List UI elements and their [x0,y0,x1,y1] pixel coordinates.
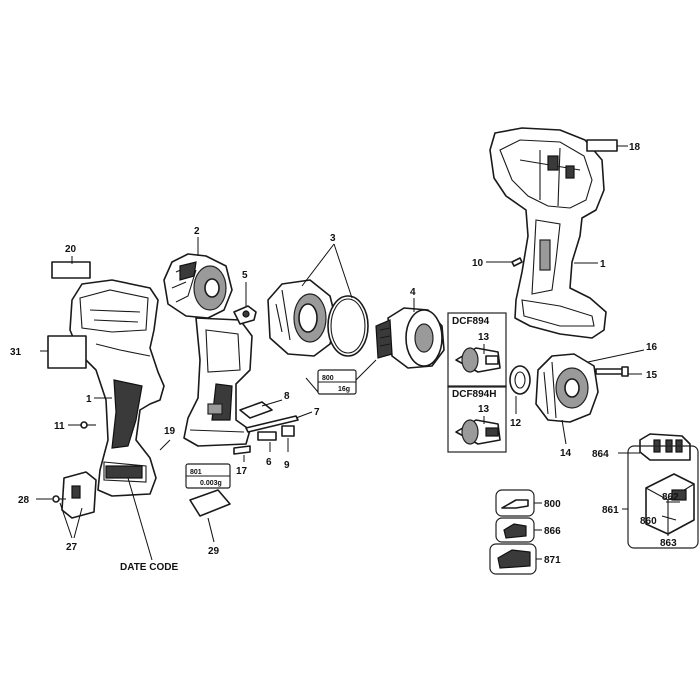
label-29 [189,489,231,517]
screw-11 [80,421,96,429]
model-box-dcf894: DCF894 [447,312,507,388]
callout-12: 12 [510,418,522,429]
callout-864: 864 [592,449,609,460]
callout-861: 861 [602,505,619,516]
model-dcf894h-label: DCF894H [452,389,496,400]
callout-3: 3 [330,233,336,244]
switch-module [183,317,253,447]
front-housing-14 [535,353,599,423]
callout-16: 16 [646,342,658,353]
callout-862: 862 [662,492,679,503]
brush-holder-5 [233,305,257,325]
part-6 [257,431,277,441]
grease-qty-0003g: 0.003g [200,480,222,487]
accessory-864 [639,433,691,461]
model-box-dcf894h: DCF894H [447,385,507,453]
label-20 [51,261,91,279]
callout-13-b: 13 [478,404,490,415]
callout-14: 14 [560,448,572,459]
callout-5: 5 [242,270,248,281]
belt-clip-27 [52,471,97,519]
callout-31: 31 [10,347,22,358]
o-ring-inner [330,298,366,354]
callout-19: 19 [164,426,176,437]
callout-866: 866 [544,526,561,537]
callout-1-left: 1 [86,394,92,405]
hammer-assembly-4 [375,307,445,369]
callout-2: 2 [194,226,200,237]
callout-4: 4 [410,287,416,298]
grease-qty-16g: 16g [338,386,350,393]
washer-10 [511,257,523,267]
callout-13-a: 13 [478,332,490,343]
grease-label-801: 801 0.003g [185,463,231,489]
callout-18: 18 [629,142,641,153]
callout-20: 20 [65,244,77,255]
date-code-label: DATE CODE [120,562,178,573]
screw-15 [595,366,629,377]
callout-11: 11 [54,421,65,432]
o-ring [327,295,369,357]
callout-17: 17 [236,466,248,477]
callout-27: 27 [66,542,78,553]
battery-871 [489,543,537,575]
callout-29: 29 [208,546,220,557]
leader-lines [36,145,680,561]
callout-863: 863 [660,538,677,549]
callout-1-right: 1 [600,259,606,270]
grease-code-801: 801 [190,469,202,476]
callout-numbers: 18 1 10 20 31 1 11 28 27 29 DATE CODE 2 … [10,142,679,573]
callout-8: 8 [284,391,290,402]
plate-8 [239,401,273,419]
kit-case-861 [627,445,699,549]
housing-half-left [69,279,165,497]
callout-871: 871 [544,555,561,566]
label-18 [586,139,618,152]
battery-866 [495,517,535,543]
callout-800: 800 [544,499,561,510]
grease-code-800: 800 [322,375,334,382]
accessory-800 [495,489,535,517]
motor-2 [163,253,233,319]
washer-12 [509,365,531,395]
part-17 [233,445,251,455]
housing-half-right [489,127,607,339]
model-dcf894-label: DCF894 [452,316,490,327]
callout-10: 10 [472,258,484,269]
gear-case-3 [267,279,337,357]
part-9 [281,425,295,437]
callout-9: 9 [284,460,290,471]
grease-label-800: 800 16g [317,369,357,395]
callout-7: 7 [314,407,320,418]
callout-28: 28 [18,495,30,506]
callout-15: 15 [646,370,658,381]
callout-6: 6 [266,457,272,468]
label-31 [47,335,87,369]
callout-860: 860 [640,516,657,527]
pin-7 [245,415,299,433]
